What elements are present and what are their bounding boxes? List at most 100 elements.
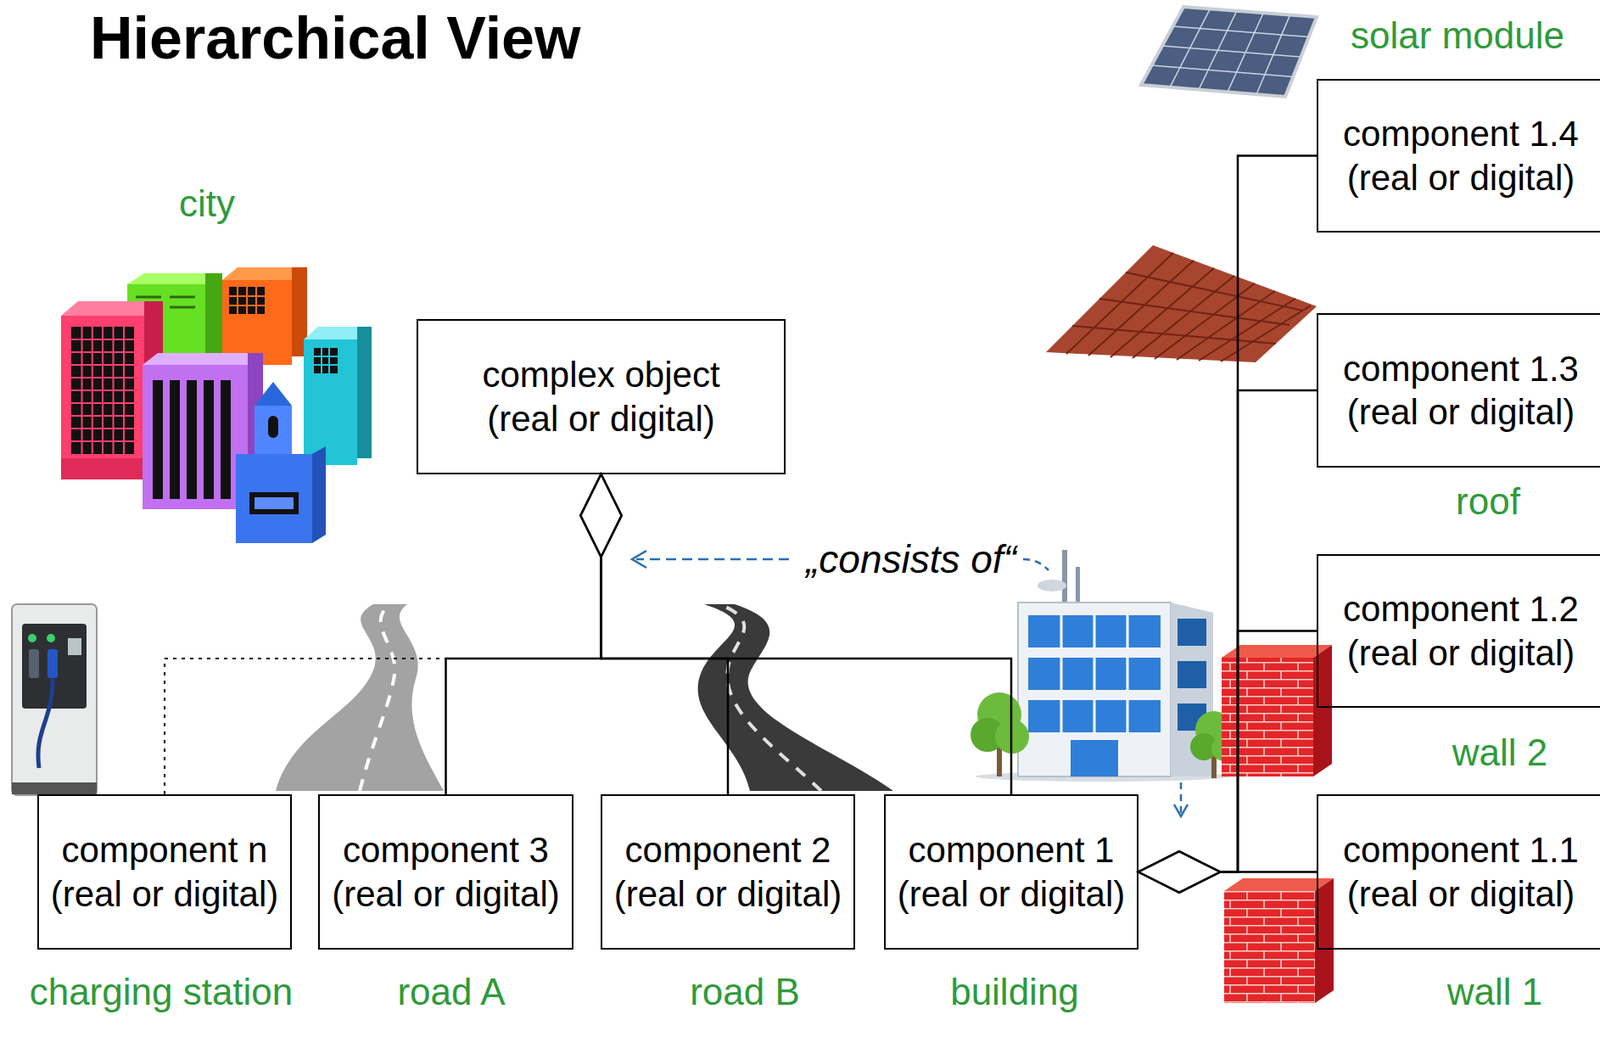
charging-station-illustration: [11, 782, 97, 795]
city-illustration: [222, 279, 292, 365]
city-illustration: [254, 497, 294, 510]
component-box: component n (real or digital): [37, 794, 292, 950]
roof-illustration: [1066, 252, 1311, 362]
callout-arrow: [632, 550, 647, 568]
city-illustration: [229, 286, 265, 314]
charging-station-illustration: [28, 648, 40, 678]
city-illustration: [127, 273, 223, 285]
aggregation-connector: [1138, 851, 1317, 893]
aggregation-diamond: [581, 474, 622, 557]
city-illustration: [291, 267, 308, 357]
component-label: component 1.3 (real or digital): [1337, 346, 1584, 434]
component-box: component 1.2 (real or digital): [1316, 553, 1600, 708]
component-label: component 1.4 (real or digital): [1337, 111, 1584, 199]
city-illustration: [142, 352, 263, 365]
city-illustration: [303, 326, 372, 340]
solar-module-illustration: [1152, 8, 1310, 95]
building-illustration: [1195, 710, 1233, 749]
charging-station-illustration: [22, 623, 87, 709]
city-illustration: [303, 339, 358, 465]
connector-line: [446, 556, 602, 795]
component-label: complex object (real or digital): [474, 352, 729, 440]
city-illustration: [71, 326, 135, 454]
roof-illustration: [1046, 245, 1317, 363]
building-illustration: [1070, 739, 1119, 777]
part-name: city: [179, 182, 235, 226]
part-name: solar module: [1350, 14, 1565, 58]
road-illustration: [359, 604, 395, 791]
roof-illustration: [1046, 245, 1317, 363]
connector-line: [601, 556, 729, 795]
building-illustration: [1028, 615, 1161, 648]
wall-illustration: [1221, 657, 1314, 777]
aggregation-diamond: [581, 474, 622, 557]
wall-illustration: [1221, 644, 1332, 658]
aggregation-connector: [1138, 156, 1317, 893]
callout-arrow: [1174, 804, 1188, 817]
part-name: charging station: [29, 970, 294, 1014]
city-illustration: [135, 296, 196, 308]
part-name: road B: [689, 970, 800, 1014]
connector-line: [1219, 631, 1317, 873]
road-illustration: [275, 604, 444, 791]
connector-line: [1219, 870, 1317, 873]
aggregation-diamond: [1138, 851, 1220, 893]
callout-arrow: [1180, 782, 1183, 813]
solar-module-illustration: [1141, 6, 1317, 97]
building-illustration: [996, 742, 1002, 777]
connector-line: [1219, 156, 1317, 873]
connector-line: [1219, 390, 1317, 873]
building-illustration: [977, 692, 1022, 737]
city-illustration: [313, 347, 338, 374]
building-illustration: [1075, 566, 1080, 603]
component-label: component 2 (real or digital): [605, 827, 851, 915]
city-illustration: [313, 347, 338, 374]
part-name: wall 1: [1447, 970, 1544, 1014]
city-illustration: [61, 458, 145, 480]
component-box: component 2 (real or digital): [600, 794, 856, 950]
charging-station-illustration: [46, 633, 56, 643]
solar-module-illustration: [1141, 6, 1317, 97]
charging-station-illustration: [67, 637, 82, 655]
building-illustration: [1177, 660, 1207, 689]
charging-station-illustration: [11, 604, 97, 795]
aggregation-diamond: [581, 474, 622, 557]
building-illustration: [1190, 732, 1218, 761]
city-illustration: [61, 267, 372, 543]
component-box: complex object (real or digital): [416, 318, 786, 475]
component-box: component 1 (real or digital): [883, 794, 1139, 950]
city-illustration: [144, 301, 163, 471]
charging-station-illustration: [11, 604, 97, 795]
charging-station-illustration: [38, 678, 53, 768]
component-label: component 1.2 (real or digital): [1337, 587, 1584, 674]
part-name: building: [950, 970, 1080, 1014]
connector-line: [601, 556, 1013, 795]
city-illustration: [152, 380, 163, 499]
aggregation-connector: [581, 474, 1013, 795]
callout-arrow: [636, 558, 789, 561]
building-illustration: [970, 549, 1237, 782]
aggregation-connector: [581, 474, 729, 795]
component-label: component 3 (real or digital): [324, 827, 569, 915]
part-name: wall 2: [1452, 731, 1549, 775]
city-illustration: [142, 364, 248, 510]
aggregation-connector: [1138, 631, 1317, 893]
city-illustration: [61, 315, 145, 477]
callout-text: „consists of“: [805, 537, 1017, 582]
part-name: road A: [397, 970, 505, 1014]
city-illustration: [71, 326, 135, 454]
charging-station-illustration: [27, 633, 37, 643]
building-illustration: [970, 717, 1005, 752]
building-illustration: [1037, 579, 1067, 592]
city-illustration: [249, 492, 299, 515]
road-illustration: [275, 604, 894, 791]
part-name: roof: [1455, 480, 1521, 524]
city-illustration: [186, 380, 197, 499]
building-illustration: [1018, 602, 1171, 777]
building-illustration: [995, 719, 1030, 754]
city-illustration: [312, 446, 326, 543]
city-illustration: [229, 286, 265, 314]
city-illustration: [247, 352, 263, 506]
building-illustration: [1177, 618, 1207, 646]
